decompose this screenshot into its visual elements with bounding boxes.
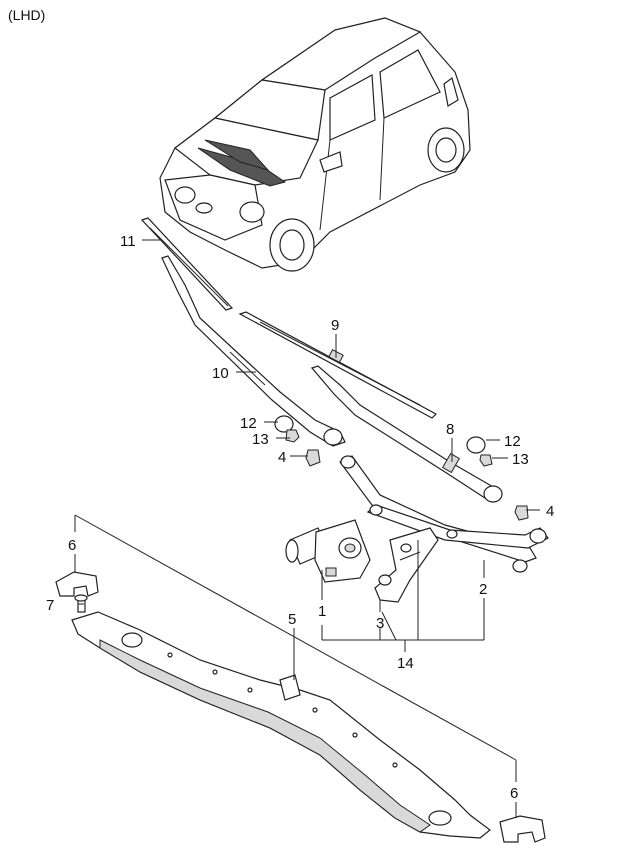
variant-label: (LHD) <box>8 7 45 23</box>
callout-8: 8 <box>446 421 454 438</box>
wiper-linkage-2 <box>339 455 549 573</box>
callout-7: 7 <box>46 597 54 614</box>
callout-4-left: 4 <box>278 449 286 466</box>
nut-13-left <box>285 429 300 443</box>
motor-bracket-3 <box>374 527 439 603</box>
callout-3: 3 <box>376 615 384 632</box>
car-illustration <box>159 17 471 272</box>
callout-6-bottom: 6 <box>510 785 518 802</box>
callout-10: 10 <box>212 365 229 382</box>
nut-4-left <box>305 449 321 467</box>
callout-6-top: 6 <box>68 537 76 554</box>
wiper-motor-1 <box>285 519 371 583</box>
callout-numbers: 11 9 10 12 13 4 8 12 13 4 6 7 1 3 2 14 5… <box>46 233 554 802</box>
rear-wiper-blade-11 <box>140 217 234 311</box>
callout-13-right: 13 <box>512 451 529 468</box>
callout-13-left: 13 <box>252 431 269 448</box>
bracket-6-bottom <box>499 815 546 843</box>
callout-11: 11 <box>120 233 136 250</box>
callout-5: 5 <box>288 611 296 628</box>
nut-4-right <box>514 505 529 521</box>
callout-12-right: 12 <box>504 433 521 450</box>
cowl-cross-member-5 <box>71 611 491 839</box>
nut-13-right <box>479 454 493 467</box>
wiper-arm-8 <box>310 365 503 503</box>
cap-12-right <box>466 436 486 454</box>
callout-1: 1 <box>318 603 326 620</box>
leader-lines <box>74 239 540 818</box>
cap-12-left <box>274 415 294 433</box>
callout-4-right: 4 <box>546 503 554 520</box>
callout-9: 9 <box>331 317 339 334</box>
callout-14: 14 <box>397 655 414 672</box>
callout-2: 2 <box>479 581 487 598</box>
bolt-7 <box>74 594 88 613</box>
bracket-6-top <box>55 571 99 597</box>
callout-12-left: 12 <box>240 415 257 432</box>
wiper-arm-10 <box>161 255 346 447</box>
